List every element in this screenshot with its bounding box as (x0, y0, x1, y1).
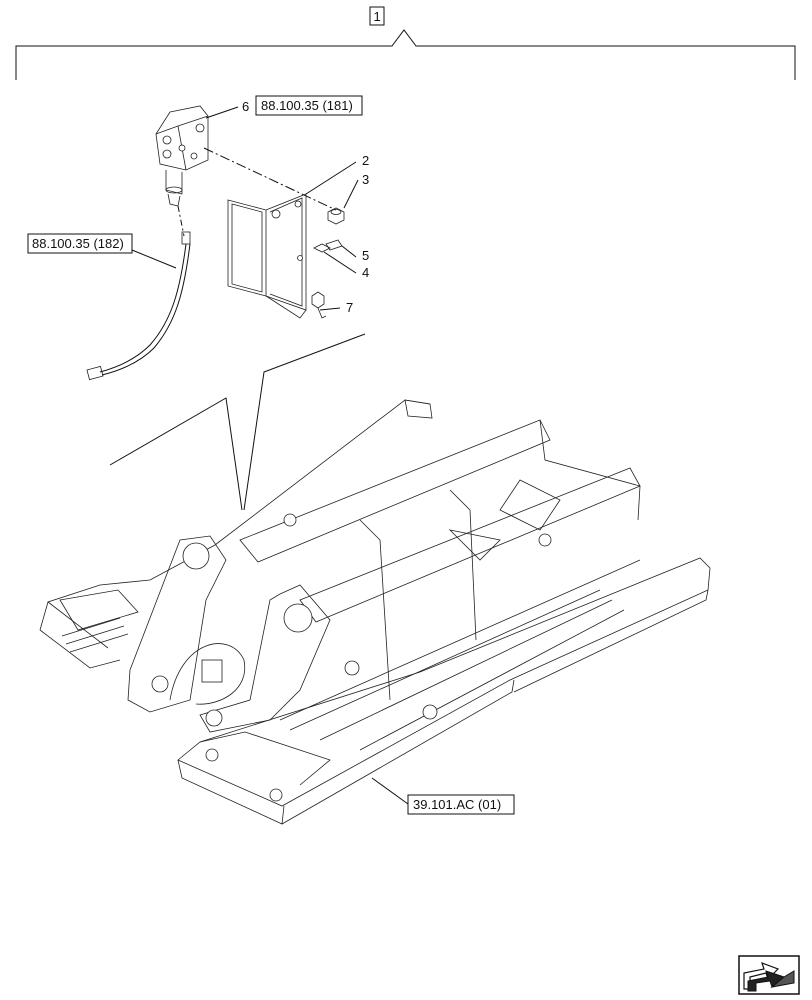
frame-callout-group: 39.101.AC (01) (371, 777, 515, 815)
frame-part (39, 399, 711, 825)
detail-pointer-right (243, 333, 366, 511)
leader-2 (305, 161, 357, 195)
callout-7: 7 (346, 300, 353, 315)
callout-5: 5 (362, 248, 369, 263)
bracket-part (227, 193, 307, 319)
next-page-arrow-icon (738, 955, 800, 995)
callout-6: 6 (242, 99, 249, 114)
hose-ref-text: 88.100.35 (182) (32, 236, 124, 251)
callout-1: 1 (374, 9, 381, 24)
callout-2: 2 (362, 153, 369, 168)
callout-box-1 (369, 6, 385, 26)
hose-part (86, 231, 191, 381)
leader-3 (343, 179, 359, 209)
assembly-bracket: 1 (15, 6, 796, 80)
assembly-brace-line (15, 29, 796, 80)
frame-ref-text: 39.101.AC (01) (413, 797, 501, 812)
hose-callout-group: 88.100.35 (182) (27, 233, 177, 269)
valve-ref-box (255, 95, 363, 116)
callout-3: 3 (362, 172, 369, 187)
next-page-button[interactable] (738, 955, 800, 995)
frame-leader (371, 777, 409, 805)
fastener-callouts: 2 3 5 4 7 (305, 153, 369, 315)
callout-4: 4 (362, 265, 369, 280)
frame-ref-box (407, 794, 515, 815)
leader-4 (323, 251, 357, 274)
hose-centerline (177, 205, 185, 237)
valve-centerline (203, 147, 337, 211)
detail-pointer-left (109, 397, 243, 511)
leader-6 (205, 106, 239, 119)
valve-ref-text: 88.100.35 (181) (261, 98, 353, 113)
valve-part (155, 105, 209, 207)
fastener-parts (311, 207, 345, 319)
valve-callout-group: 6 88.100.35 (181) (205, 95, 363, 119)
leader-5 (341, 245, 357, 258)
hose-leader (131, 249, 177, 269)
hose-ref-box (27, 233, 133, 254)
leader-7 (319, 307, 341, 311)
